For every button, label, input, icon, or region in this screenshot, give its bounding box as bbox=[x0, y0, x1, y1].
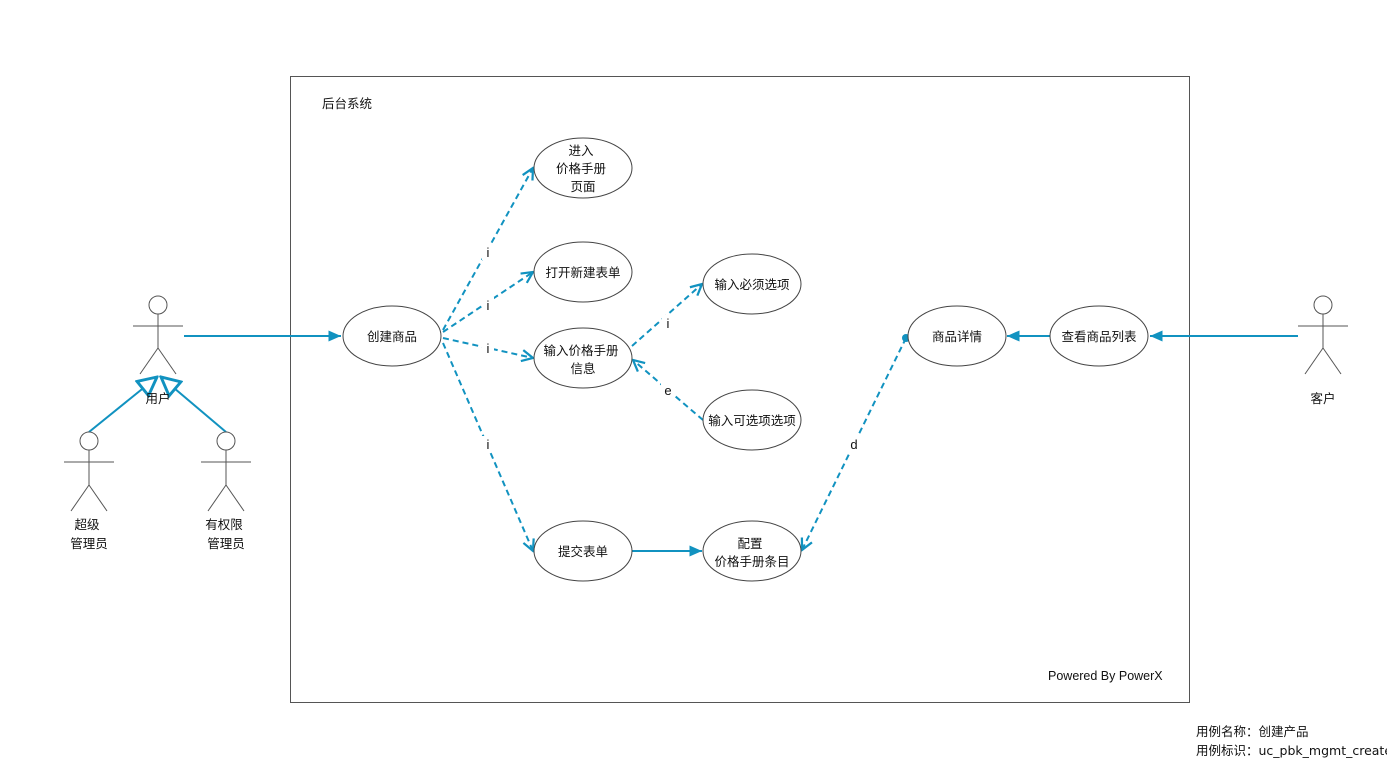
actor-user-label: 用户 bbox=[145, 391, 170, 406]
usecase-input-pricebook-info[interactable]: 输入价格手册 信息 bbox=[533, 327, 633, 389]
usecase-create-product[interactable]: 创建商品 bbox=[342, 305, 442, 367]
actor-super-admin-label: 超级 管理员 bbox=[70, 517, 108, 551]
edge-label-include-1: i bbox=[487, 245, 490, 260]
edge-label-include-3: i bbox=[487, 341, 490, 356]
edge-label-include-5: i bbox=[667, 316, 670, 331]
actor-customer[interactable]: 客户 bbox=[1298, 295, 1348, 406]
edge-label-include-4: i bbox=[487, 437, 490, 452]
edge-label-dependency: d bbox=[850, 437, 857, 452]
usecase-input-required[interactable]: 输入必须选项 bbox=[702, 253, 802, 315]
edge-label-extend: e bbox=[664, 383, 671, 398]
usecase-submit-form-label: 提交表单 bbox=[558, 544, 608, 559]
system-boundary bbox=[290, 76, 1190, 703]
usecase-input-optional[interactable]: 输入可选项选项 bbox=[702, 389, 802, 451]
actor-super-admin-head bbox=[79, 431, 99, 451]
footer-usecase-name: 用例名称：创建产品 bbox=[1196, 724, 1309, 739]
usecase-config-entry-label: 配置 价格手册条目 bbox=[714, 536, 789, 569]
usecase-submit-form[interactable]: 提交表单 bbox=[533, 520, 633, 582]
actor-user[interactable]: 用户 bbox=[133, 295, 183, 406]
actor-customer-head bbox=[1313, 295, 1333, 315]
usecase-create-product-label: 创建商品 bbox=[367, 329, 417, 344]
edge-optional-input bbox=[633, 360, 704, 421]
usecase-config-entry[interactable]: 配置 价格手册条目 bbox=[702, 520, 802, 582]
edge-limited-admin-user bbox=[161, 377, 227, 433]
usecase-input-pricebook-info-label: 输入价格手册 信息 bbox=[544, 343, 623, 376]
usecase-input-optional-label: 输入可选项选项 bbox=[708, 413, 796, 428]
usecase-product-detail[interactable]: 商品详情 bbox=[907, 305, 1007, 367]
usecases: 创建商品 进入 价格手册 页面 打开新建表单 输入价格手册 信息 bbox=[342, 137, 1149, 582]
actor-user-head bbox=[148, 295, 168, 315]
usecase-view-product-list-label: 查看商品列表 bbox=[1061, 329, 1137, 344]
actor-limited-admin-label: 有权限 管理员 bbox=[205, 517, 247, 551]
system-title: 后台系统 bbox=[322, 96, 372, 111]
usecase-view-product-list[interactable]: 查看商品列表 bbox=[1049, 305, 1149, 367]
usecase-input-required-label: 输入必须选项 bbox=[714, 277, 789, 292]
usecase-open-new-form-label: 打开新建表单 bbox=[545, 265, 620, 280]
edge-super-admin-user bbox=[88, 377, 157, 433]
edge-labels: i i i i i e d bbox=[482, 244, 861, 452]
actor-limited-admin[interactable]: 有权限 管理员 bbox=[201, 431, 251, 551]
edge-create-input bbox=[442, 337, 533, 358]
usecase-open-new-form[interactable]: 打开新建表单 bbox=[533, 241, 633, 303]
usecase-product-detail-label: 商品详情 bbox=[932, 329, 982, 344]
edge-label-include-2: i bbox=[487, 298, 490, 313]
usecase-enter-pricebook[interactable]: 进入 价格手册 页面 bbox=[533, 137, 633, 199]
usecase-enter-pricebook-label: 进入 价格手册 页面 bbox=[556, 143, 610, 194]
powered-by-label: Powered By PowerX bbox=[1048, 669, 1163, 683]
actor-super-admin[interactable]: 超级 管理员 bbox=[64, 431, 114, 551]
actor-limited-admin-head bbox=[216, 431, 236, 451]
edge-input-required bbox=[631, 284, 702, 347]
footer-usecase-id: 用例标识：uc_pbk_mgmt_create bbox=[1196, 743, 1387, 758]
actor-customer-label: 客户 bbox=[1310, 391, 1335, 406]
